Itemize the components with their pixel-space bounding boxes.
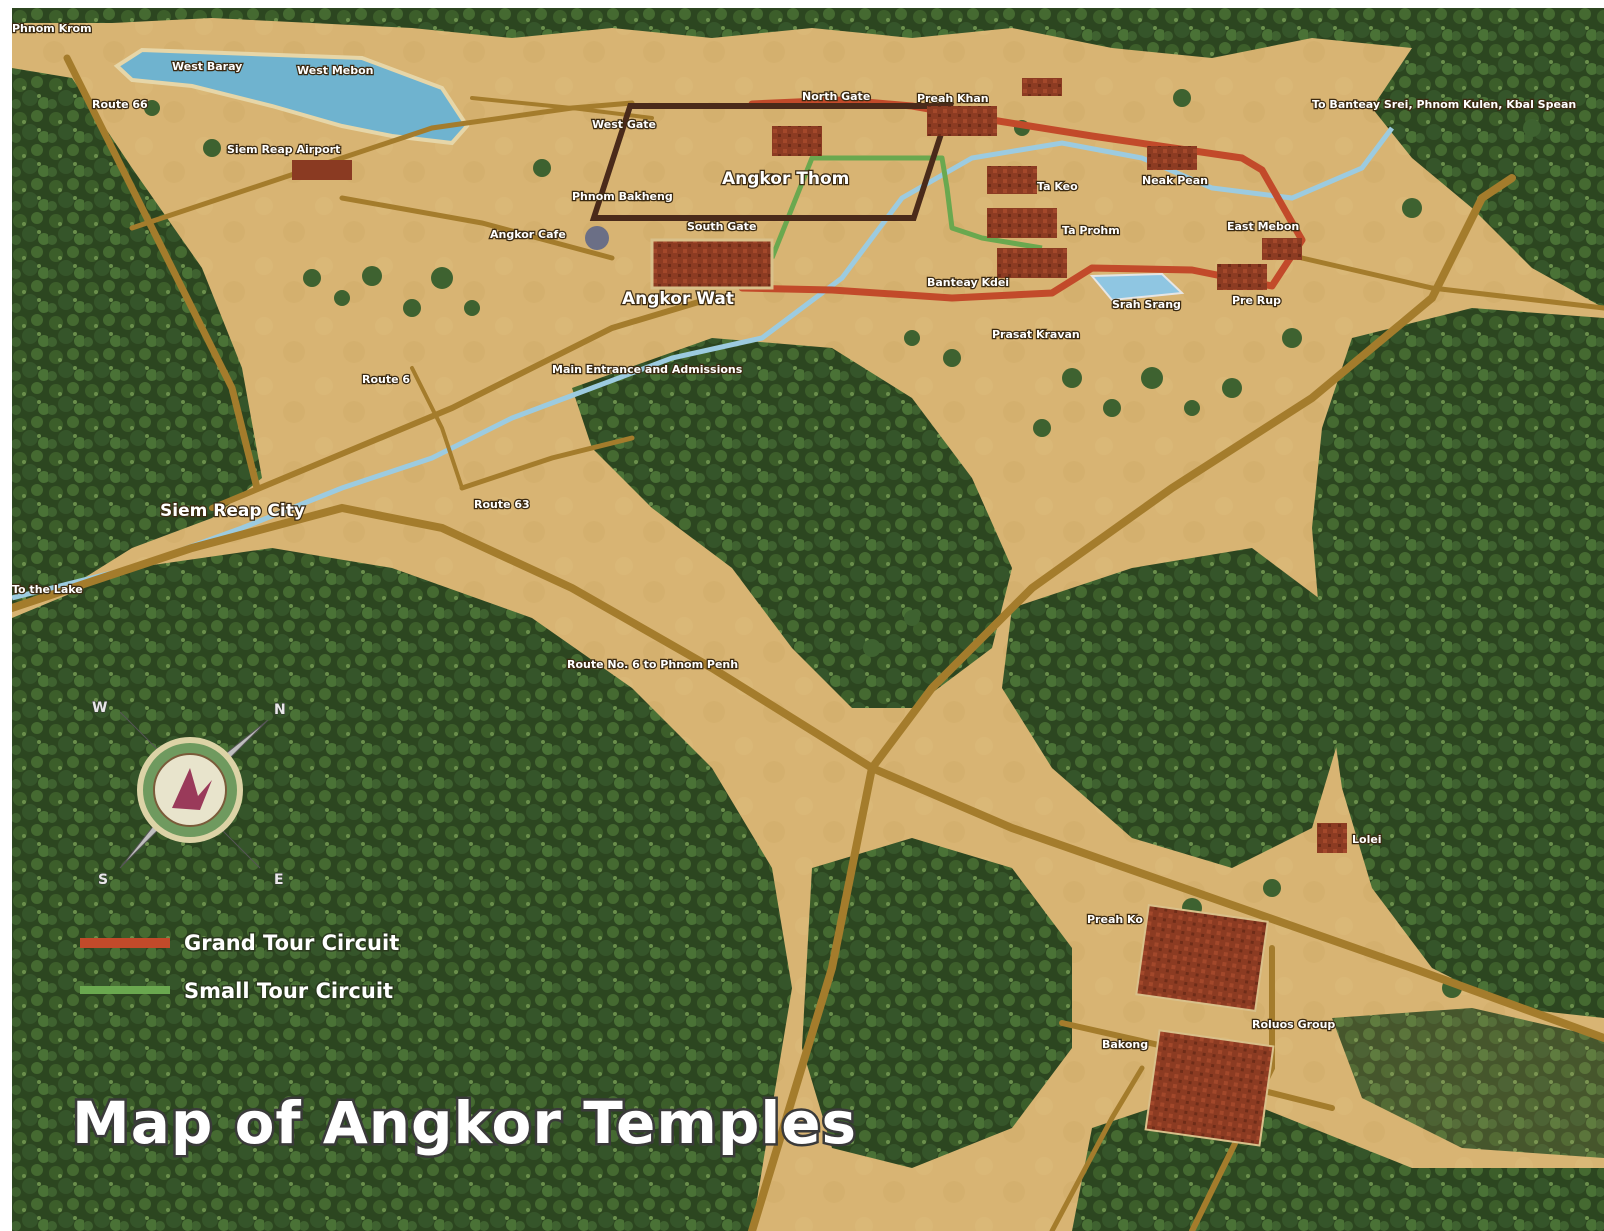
map-title: Map of Angkor Temples (72, 1089, 857, 1157)
label-angkor-wat: Angkor Wat (622, 289, 734, 309)
bayon-temple (772, 126, 822, 156)
place-labels: Angkor Thom Angkor Wat Siem Reap City We… (12, 21, 1577, 1053)
bakong-temple (1144, 1029, 1275, 1147)
scattered-trees (144, 89, 1541, 998)
compass-rose: W N S E (92, 700, 287, 889)
label-neak-pean: Neak Pean (1142, 174, 1208, 187)
label-phnom-krom: Phnom Krom (12, 22, 92, 35)
label-pre-rup: Pre Rup (1232, 294, 1281, 307)
label-prasat-kravan: Prasat Kravan (992, 328, 1080, 341)
label-preah-ko: Preah Ko (1087, 913, 1143, 926)
lolei-temple (1317, 823, 1347, 853)
legend-label-small-tour: Small Tour Circuit (184, 979, 393, 1003)
ta-prohm-temple (987, 208, 1057, 238)
label-west-baray: West Baray (172, 60, 242, 73)
label-airport: Siem Reap Airport (227, 143, 340, 156)
legend: Grand Tour Circuit Small Tour Circuit (80, 930, 401, 1005)
preah-khan-temple (927, 106, 997, 136)
banteay-srei-temple (1022, 78, 1062, 96)
roads (12, 54, 1604, 1231)
angkor-thom-wall (589, 103, 955, 221)
label-west-mebon: West Mebon (297, 64, 374, 77)
banteay-kdei-temple (997, 248, 1067, 278)
compass-e: E (274, 872, 284, 888)
east-mebon-temple (1262, 238, 1302, 260)
label-south-gate: South Gate (687, 220, 756, 233)
small-tour-route (769, 155, 1043, 259)
legend-label-grand-tour: Grand Tour Circuit (184, 931, 399, 955)
water-features (12, 47, 1394, 601)
angkor-wat-temple (650, 238, 774, 290)
pre-rup-temple (1217, 264, 1267, 290)
label-banteay-kdei: Banteay Kdei (927, 276, 1009, 289)
angkor-cafe-marker (585, 226, 609, 250)
temples (292, 78, 1347, 1147)
label-ta-prohm: Ta Prohm (1062, 224, 1120, 237)
label-ta-keo: Ta Keo (1037, 180, 1078, 193)
label-to-lake: To the Lake (12, 583, 83, 596)
grand-tour-swatch (80, 938, 170, 948)
compass-w: W (92, 700, 107, 716)
label-preah-khan: Preah Khan (917, 92, 989, 105)
forest-areas (12, 8, 1604, 1231)
label-main-entrance: Main Entrance and Admissions (552, 363, 743, 376)
label-route-phnom-penh: Route No. 6 to Phnom Penh (567, 658, 738, 671)
ta-keo-temple (987, 166, 1037, 194)
legend-item-grand-tour: Grand Tour Circuit (80, 930, 401, 957)
label-siem-reap: Siem Reap City (160, 501, 305, 521)
label-route-66: Route 66 (92, 98, 148, 111)
compass-n: N (274, 702, 286, 718)
angkor-map: Angkor Thom Angkor Wat Siem Reap City We… (12, 8, 1604, 1231)
label-angkor-cafe: Angkor Cafe (490, 228, 566, 241)
preah-ko-temple (1135, 903, 1269, 1013)
label-angkor-thom: Angkor Thom (722, 169, 849, 189)
label-bakong: Bakong (1102, 1038, 1148, 1051)
label-north-gate: North Gate (802, 90, 870, 103)
label-west-gate: West Gate (592, 118, 656, 131)
airport-marker (292, 160, 352, 180)
label-east-mebon: East Mebon (1227, 220, 1299, 233)
neak-pean-temple (1147, 146, 1197, 170)
label-route-63: Route 63 (474, 498, 530, 511)
label-roluos-group: Roluos Group (1252, 1018, 1335, 1031)
small-tour-swatch (80, 986, 170, 994)
label-banteay-srei: To Banteay Srei, Phnom Kulen, Kbal Spean (1312, 98, 1576, 111)
legend-item-small-tour: Small Tour Circuit (80, 978, 395, 1005)
label-lolei: Lolei (1352, 833, 1382, 846)
label-route-6: Route 6 (362, 373, 410, 386)
compass-s: S (98, 872, 108, 888)
label-srah-srang: Srah Srang (1112, 298, 1181, 311)
label-phnom-bakheng: Phnom Bakheng (572, 190, 673, 203)
